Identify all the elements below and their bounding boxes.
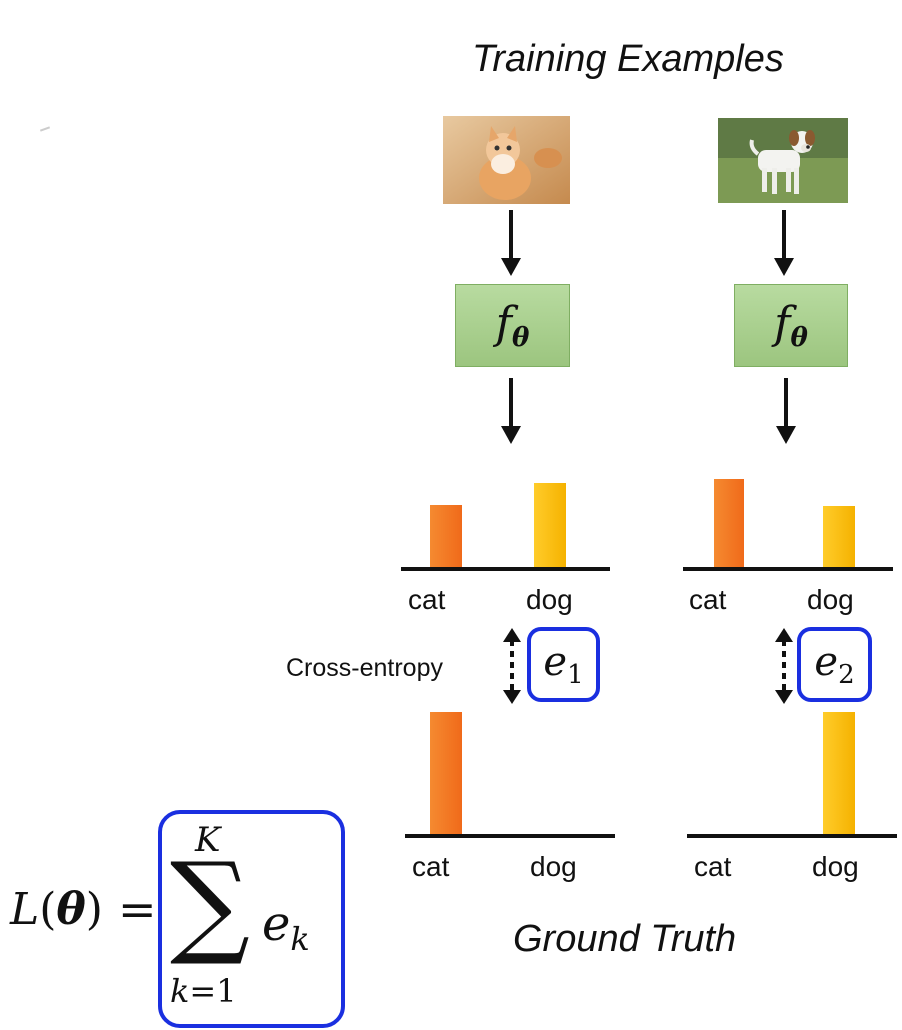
sum-upper-bound: K <box>195 820 221 860</box>
axis-pred-1 <box>401 567 610 571</box>
arrow-down-icon <box>776 426 796 444</box>
ground-truth-label: Ground Truth <box>513 918 737 960</box>
term-k: k <box>290 920 310 958</box>
model-theta: θ <box>511 323 530 353</box>
tick-label-cat: cat <box>694 851 732 882</box>
bar-cat-gt-1 <box>430 712 462 834</box>
bar-dog-pred-1 <box>534 483 566 567</box>
sum-term: ek <box>262 896 310 958</box>
error-index: 2 <box>838 660 855 690</box>
bar-dog-pred-2 <box>823 506 855 567</box>
tick-label-dog: dog <box>812 851 859 882</box>
error-index: 1 <box>567 660 584 690</box>
double-arrow-icon <box>503 628 521 704</box>
arrow-shaft-2a <box>782 210 786 260</box>
tick-label-dog: dog <box>526 584 573 615</box>
sum-lower-bound: k=1 <box>170 972 237 1010</box>
tick-label-dog: dog <box>807 584 854 615</box>
model-f: f <box>774 298 791 349</box>
model-box-2: fθ <box>734 284 848 367</box>
axis-pred-2 <box>683 567 893 571</box>
bar-dog-gt-2 <box>823 712 855 834</box>
model-box-1: fθ <box>455 284 570 367</box>
speck-mark <box>39 126 51 132</box>
model-symbol: fθ <box>496 298 530 353</box>
model-symbol: fθ <box>774 298 808 353</box>
tick-label-cat: cat <box>412 851 450 882</box>
loss-sum-box <box>158 810 345 1028</box>
tick-label-cat: cat <box>408 584 446 615</box>
bar-cat-pred-1 <box>430 505 462 567</box>
model-f: f <box>495 298 512 349</box>
tick-label-cat: cat <box>689 584 727 615</box>
error-box-2: e2 <box>797 627 872 702</box>
cross-entropy-label: Cross-entropy <box>286 654 443 682</box>
error-e: e <box>543 639 568 685</box>
loss-lhs: L(θ) <box>10 884 103 935</box>
axis-gt-1 <box>405 834 615 838</box>
error-symbol-1: e1 <box>543 639 583 690</box>
arrow-down-icon <box>774 258 794 276</box>
term-e: e <box>262 896 291 952</box>
arrow-shaft-1a <box>509 210 513 260</box>
double-arrow-icon <box>775 628 793 704</box>
model-theta: θ <box>790 323 808 353</box>
arrow-down-icon <box>501 258 521 276</box>
arrow-shaft-1b <box>509 378 513 428</box>
title: Training Examples <box>472 38 784 80</box>
error-e: e <box>814 639 839 685</box>
sum-symbol: ∑ <box>170 839 250 969</box>
error-box-1: e1 <box>527 627 600 702</box>
dog-photo-icon <box>718 118 848 203</box>
error-symbol-2: e2 <box>814 639 854 690</box>
cat-photo-icon <box>443 116 570 204</box>
equals-sign: = <box>118 882 157 936</box>
bar-cat-pred-2 <box>714 479 744 567</box>
tick-label-dog: dog <box>530 851 577 882</box>
arrow-down-icon <box>501 426 521 444</box>
arrow-shaft-2b <box>784 378 788 428</box>
axis-gt-2 <box>687 834 897 838</box>
